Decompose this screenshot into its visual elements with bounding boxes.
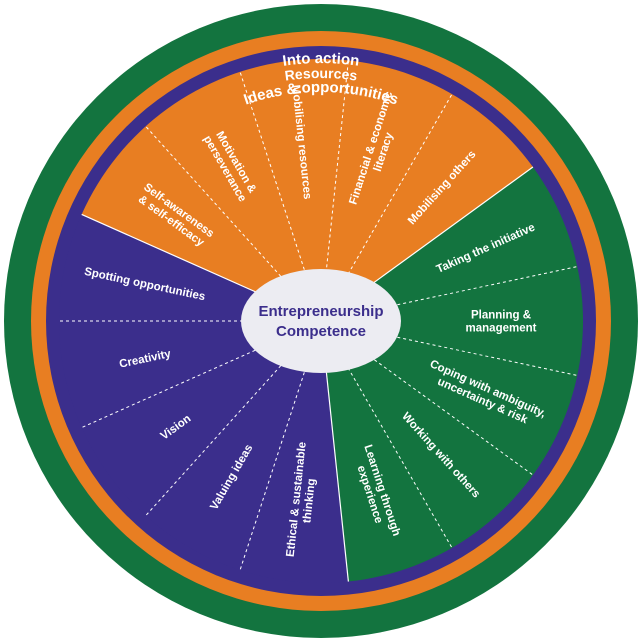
area-sector-into-action [321, 167, 583, 582]
center-title-line1: Entrepreneurship [258, 303, 383, 320]
area-sector-resources [81, 58, 533, 321]
ring-label-into-action: Into action [281, 50, 360, 70]
center-title-line2: Competence [276, 323, 366, 340]
center-hub [241, 269, 401, 373]
segment-label-planning-and-management: Planning &management [466, 310, 537, 335]
